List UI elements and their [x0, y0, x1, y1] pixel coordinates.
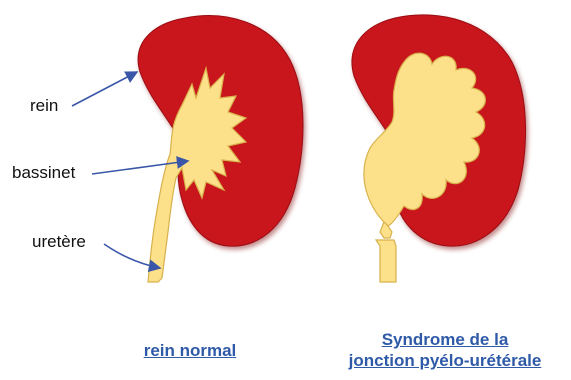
label-rein: rein: [30, 96, 58, 116]
label-bassinet: bassinet: [12, 163, 75, 183]
upj-kidney: [352, 15, 526, 282]
upj-ureter: [376, 240, 396, 282]
label-uretere: uretère: [32, 232, 86, 252]
caption-upj-syndrome: Syndrome de la jonction pyélo-urétérale: [330, 329, 560, 371]
caption-normal-text: rein normal: [144, 341, 237, 360]
caption-normal-kidney: rein normal: [120, 340, 260, 361]
caption-upj-line2: jonction pyélo-urétérale: [330, 350, 560, 371]
normal-kidney: [138, 16, 303, 282]
rein-arrow: [72, 72, 137, 106]
caption-upj-line1: Syndrome de la: [330, 329, 560, 350]
